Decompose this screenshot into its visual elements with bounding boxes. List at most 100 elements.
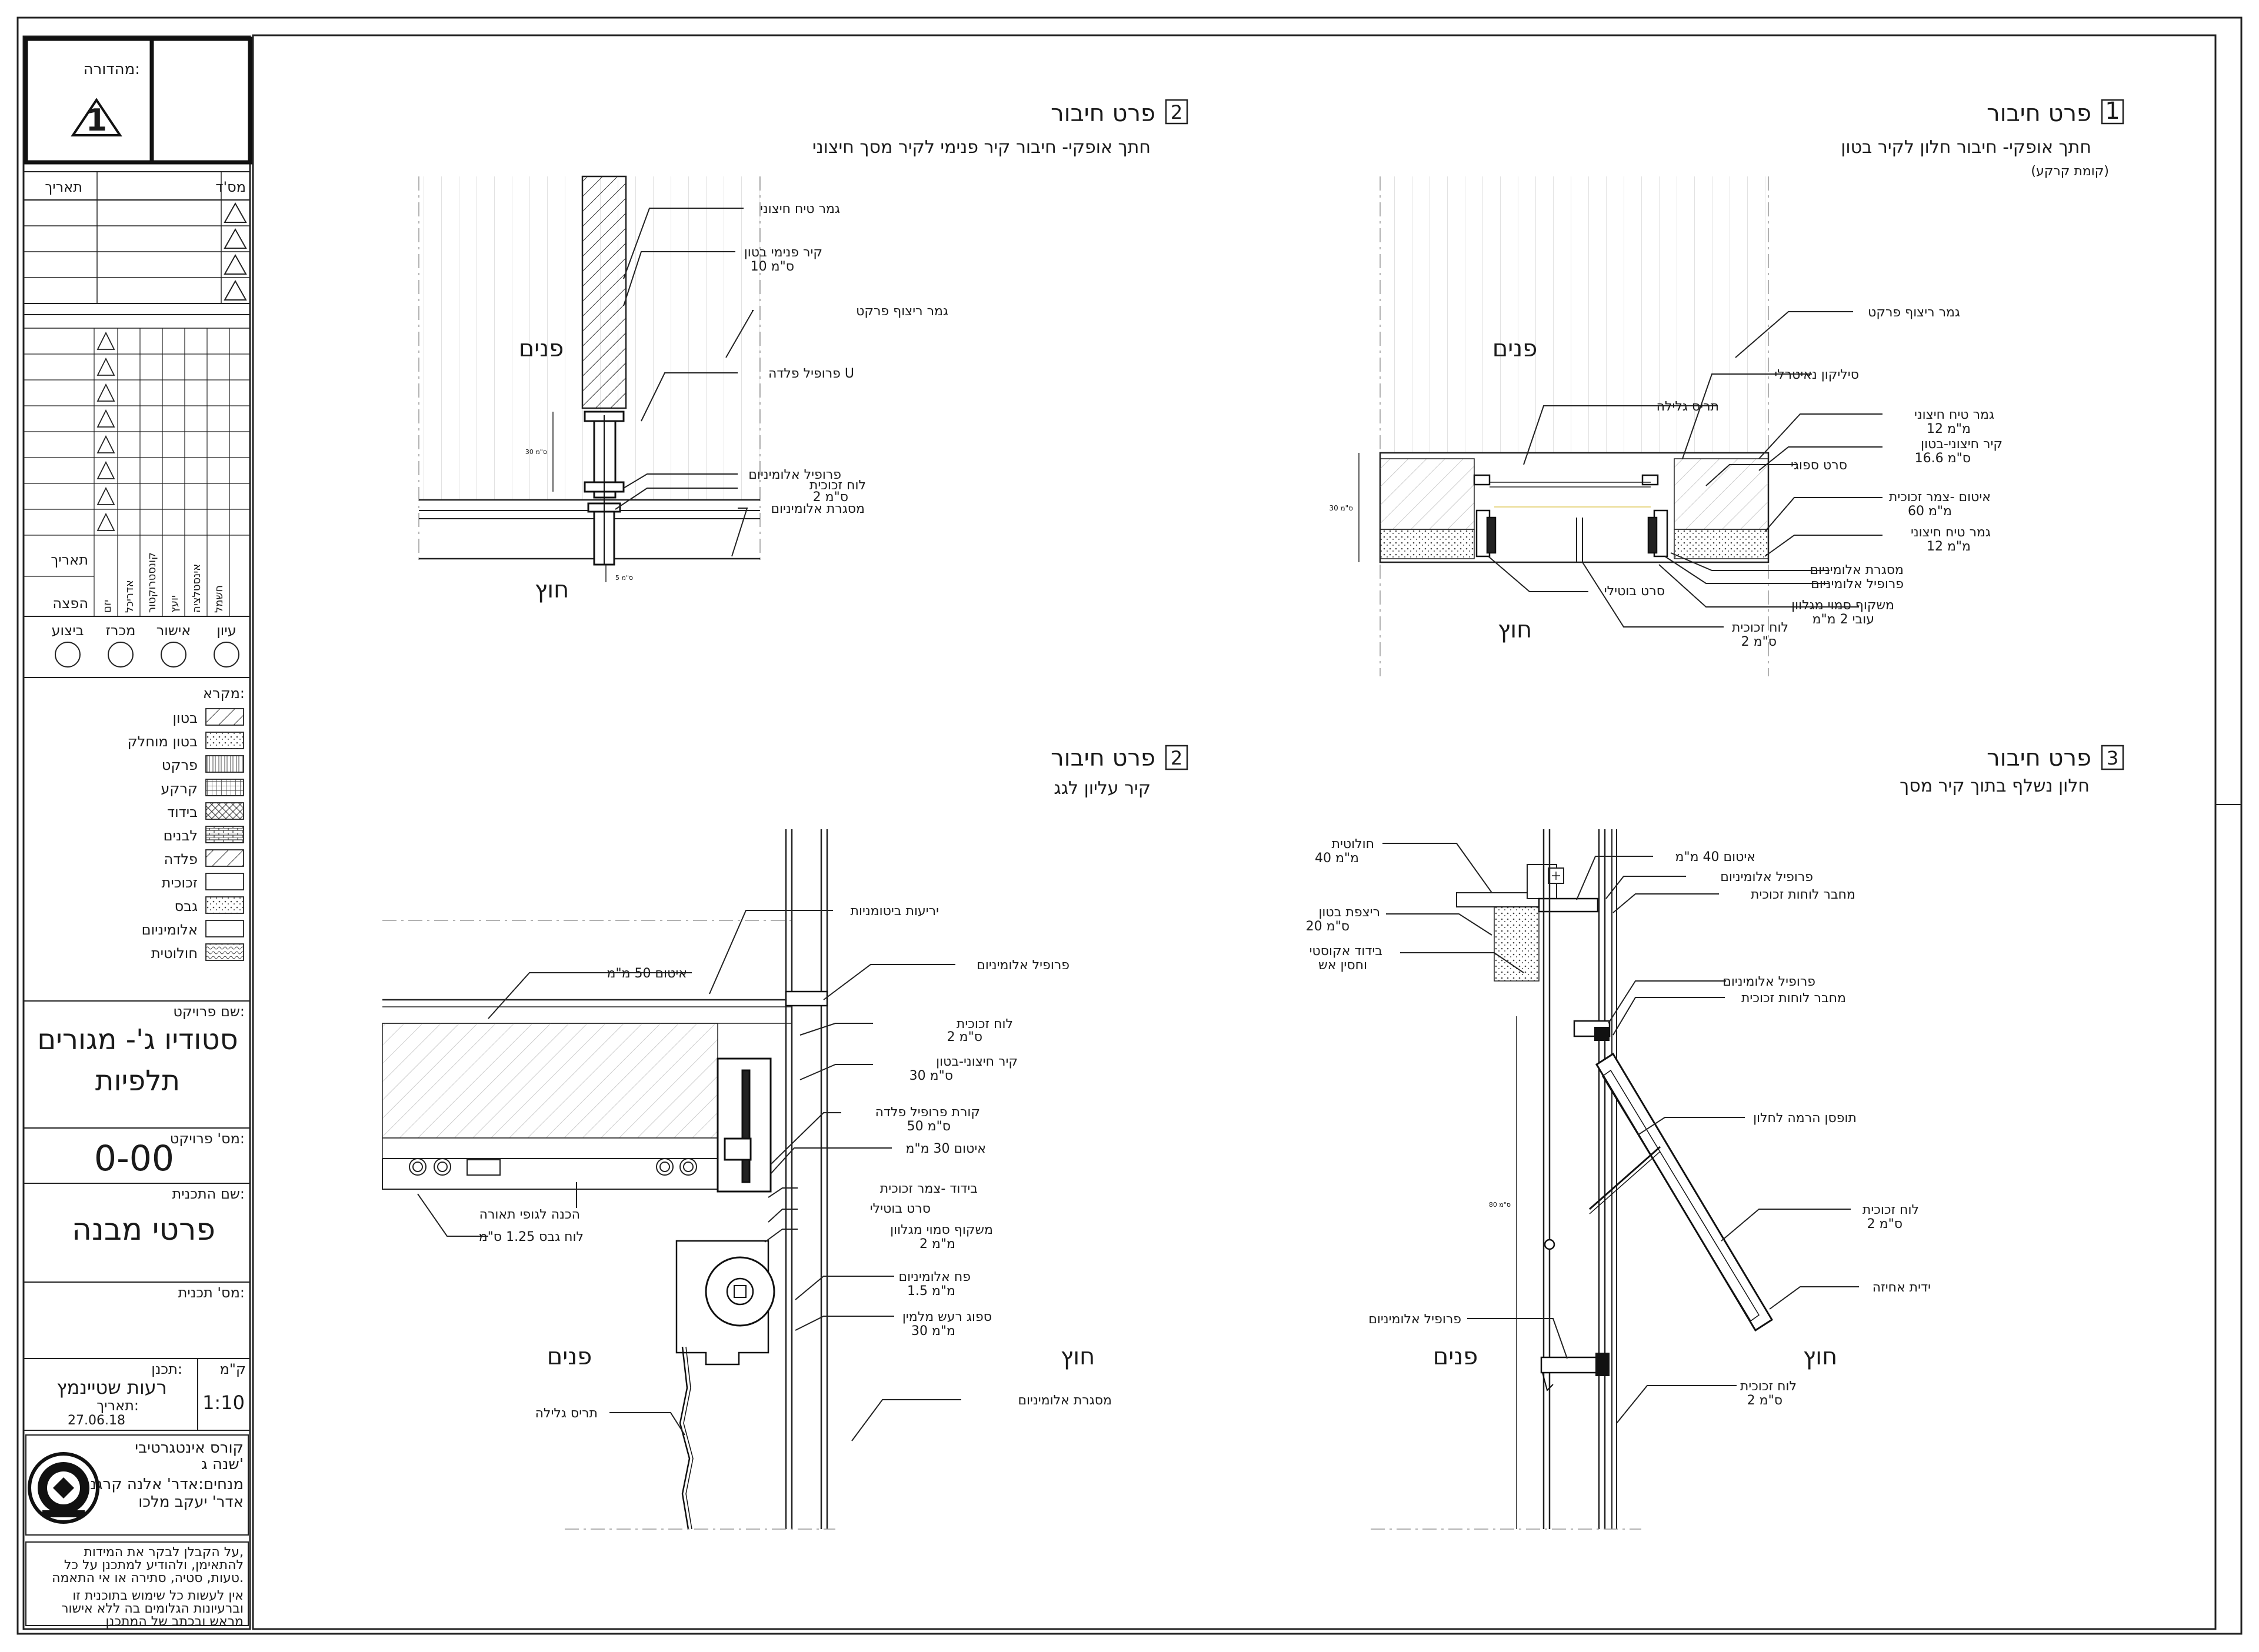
d1-label-al-profile: פרופיל אלומיניום	[1811, 577, 1904, 592]
d1-label-glass-size: 2 ס"מ	[1741, 635, 1777, 649]
d3-label-glass: לוח זכוכית	[957, 1017, 1013, 1032]
course-line3: מנחים:אדר' אלנה קרגנ	[90, 1476, 244, 1493]
legend-swatch-holotit	[205, 943, 244, 961]
d4-label-acoustic: בידוד אקוסטי	[1310, 944, 1382, 959]
outer-border	[16, 16, 2243, 1635]
project-num: 0-00	[94, 1138, 174, 1179]
d4-label-concrete-floor-size: 20 ס"מ	[1306, 919, 1350, 934]
project-name-line1: סטודיו ג'- מגורים	[37, 1023, 238, 1056]
d2-label-steel-u: פרופיל פלדה U	[768, 366, 854, 381]
note-1-line2: להתאימן, ולהודיע למתכנן על כל	[64, 1558, 244, 1573]
d4-label-holotit: חולוטית	[1331, 837, 1374, 852]
d4-label-glass-size: 2 ס"מ	[1867, 1217, 1903, 1232]
d4-label-glass-bottom: לוח זכוכית	[1740, 1379, 1797, 1394]
plan-name-label: שם התכנית:	[172, 1186, 245, 1202]
note-2-line1: אין לעשות כל שימוש בתוכנית זו	[72, 1588, 244, 1603]
detail-4-title: פרט חיבור	[1987, 745, 2091, 772]
dist-col-0: יזם	[101, 600, 114, 613]
dist-col-5: חשמל	[213, 585, 225, 613]
d1-label-parquet: גמר ריצוף פרקט	[1868, 305, 1960, 320]
detail-2: 2 פרט חיבור חתך אופקי- חיבור קיר פנימי ל…	[418, 99, 1188, 603]
d4-label-concrete-floor: ריצפת בטון	[1318, 905, 1380, 920]
legend-swatch-aluminum	[205, 920, 244, 937]
date-value: 27.06.18	[68, 1413, 125, 1428]
status-0: עיון	[216, 622, 236, 639]
legend-swatch-steel	[205, 849, 244, 867]
detail-1-dim: 30 ס"מ	[1329, 504, 1353, 512]
detail-3: 2 פרט חיבור קיר עליון לגג	[382, 745, 1188, 1530]
d1-label-glass-wool-size: 60 מ"מ	[1908, 504, 1952, 519]
d2-label-inner-wall-size: 10 ס"מ	[751, 259, 794, 274]
course-line2: שנה ג'	[201, 1456, 244, 1473]
d4-label-al-profile-top: פרופיל אלומיניום	[1720, 870, 1813, 885]
dist-col-2: קונסטרוקטור	[146, 552, 158, 613]
d2-label-glass-size: 2 ס"מ	[813, 490, 848, 505]
detail-2-outside: חוץ	[535, 576, 569, 603]
status-3: ביצוע	[51, 622, 84, 639]
legend-swatch-insulation	[205, 802, 244, 820]
dist-col-4: אינסטלציה	[191, 564, 203, 613]
detail-2-number: 2	[1171, 101, 1182, 124]
d1-label-plaster2-size: 12 מ"מ	[1927, 539, 1971, 554]
drawing-border	[252, 34, 2217, 1630]
d3-label-steel-beam: קורת פרופיל פלדה	[875, 1105, 980, 1120]
d3-label-al-profile: פרופיל אלומיניום	[977, 958, 1069, 973]
d4-label-handle: ידית אחיזה	[1872, 1280, 1931, 1295]
d1-label-hidden-frame-size: עובי 2 מ"מ	[1812, 612, 1874, 627]
detail-2-dim-bottom: 5 ס"מ	[615, 574, 633, 582]
d2-label-glass: לוח זכוכית	[809, 478, 866, 493]
scale-value: 1:10	[202, 1391, 245, 1414]
legend-item-1: בטון מוחלק	[128, 733, 198, 750]
course-line4: אדר' יעקב מלכו	[138, 1493, 244, 1511]
note-1-line1: על הקבלן לבקר את המידות,	[84, 1545, 244, 1560]
rev-col-date: תאריך	[45, 179, 82, 195]
detail-4-subtitle: חלון נשלף בתוך קיר מסך	[1900, 776, 2090, 796]
legend-swatch-gypsum	[205, 896, 244, 914]
status-circle-1[interactable]	[161, 642, 186, 668]
d4-label-fireproof: וחסין אש	[1318, 958, 1367, 973]
detail-2-title: פרט חיבור	[1051, 100, 1155, 127]
d1-label-foam-tape: סרט ספוגי	[1791, 458, 1847, 473]
status-circle-3[interactable]	[55, 642, 81, 668]
note-2-line3: מראש ובכתב של המתכנן	[106, 1614, 244, 1629]
legend-item-2: פרקט	[162, 757, 198, 773]
detail-3-number: 2	[1171, 747, 1182, 769]
d1-label-hidden-frame: משקוף סמוי מגלוון	[1791, 598, 1894, 613]
status-circle-2[interactable]	[108, 642, 134, 668]
detail-4-outside: חוץ	[1803, 1343, 1838, 1370]
d1-label-butyl: סרט בוטילי	[1604, 584, 1665, 599]
d4-label-al-profile-mid: פרופיל אלומיניום	[1722, 974, 1815, 989]
d3-label-al-sheet-size: 1.5 מ"מ	[907, 1284, 955, 1299]
date-label: תאריך:	[96, 1397, 139, 1414]
detail-1: 1 פרט חיבור חתך אופקי- חיבור חלון לקיר ב…	[1329, 98, 2124, 676]
legend-swatch-concrete	[205, 708, 244, 726]
academy-seal-icon	[28, 1452, 99, 1524]
detail-3-subtitle: קיר עליון לגג	[1054, 778, 1151, 799]
d4-label-glass-conn-top: מחבר לוחות זכוכית	[1751, 887, 1855, 902]
detail-3-outside: חוץ	[1061, 1343, 1095, 1370]
legend-item-3: קרקע	[161, 780, 198, 797]
d3-label-seal30: איטום 30 מ"מ	[906, 1142, 986, 1156]
d4-label-seal40: איטום 40 מ"מ	[1675, 850, 1755, 865]
project-name-label: שם פרויקט:	[173, 1003, 245, 1020]
legend-item-8: גבס	[175, 898, 198, 915]
d3-label-hidden-frame: משקוף סמוי מגלוון	[890, 1223, 993, 1237]
d3-label-steel-beam-size: 50 ס"מ	[907, 1119, 951, 1134]
d3-label-glass-size: 2 ס"מ	[947, 1030, 982, 1044]
dist-col-dist: הפצה	[52, 595, 88, 612]
detail-4-number: 3	[2107, 747, 2118, 769]
d2-label-plaster: גמר טיח חיצוני	[760, 202, 840, 216]
dist-col-3: יועץ	[168, 595, 181, 613]
detail-4: 3 פרט חיבור חלון נשלף בתוך קיר מסך 80 ס"…	[1306, 745, 2124, 1530]
legend-item-9: אלומיניום	[142, 922, 198, 938]
project-num-label: מס' פרויקט:	[170, 1130, 245, 1147]
d3-label-bitumen: יריעות ביטומניות	[851, 904, 939, 919]
d1-label-plaster1: גמר טיח חיצוני	[1914, 408, 1994, 422]
legend-swatch-bricks	[205, 826, 244, 843]
d4-label-glass-bottom-size: 2 ס"מ	[1747, 1393, 1782, 1408]
legend-swatch-glass	[205, 873, 244, 890]
d3-label-seal50: איטום 50 מ"מ	[607, 966, 687, 981]
plan-name: פרטי מבנה	[72, 1212, 215, 1247]
status-circle-0[interactable]	[214, 642, 239, 668]
